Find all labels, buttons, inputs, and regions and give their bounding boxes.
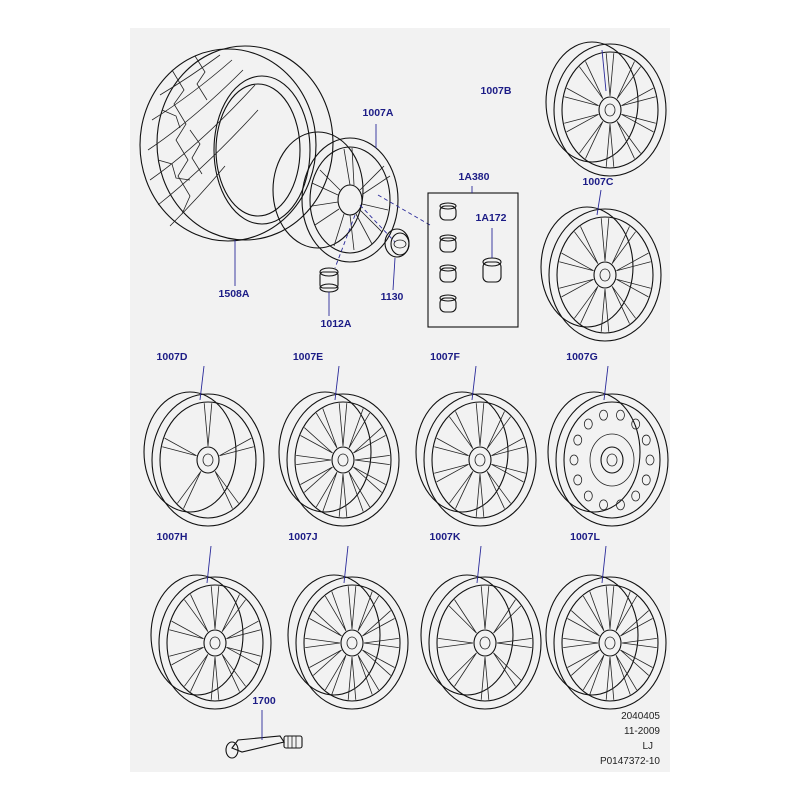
- cap-kit-box: [427, 192, 519, 328]
- wheel-1007L-leader: [601, 545, 607, 584]
- label-1007G: 1007G: [566, 351, 598, 363]
- wheel-1007L-drawing: [545, 574, 667, 710]
- label-1007H: 1007H: [156, 531, 188, 543]
- wheel-1007J-drawing: [287, 574, 409, 710]
- label-1A172: 1A172: [475, 212, 507, 224]
- wheel-1007K-leader: [476, 545, 482, 584]
- tyre-drawing: [139, 45, 334, 242]
- label-1007E: 1007E: [292, 351, 324, 363]
- wheel-1007F-leader: [471, 365, 477, 401]
- footer-code: 2040405: [621, 711, 660, 722]
- main-wheel-drawing: [272, 131, 399, 263]
- wheel-1007E-drawing: [278, 391, 400, 527]
- wheel-1007H-drawing: [150, 574, 272, 710]
- label-1130: 1130: [380, 291, 404, 303]
- label-1007B: 1007B: [480, 85, 512, 97]
- center-cap-drawing: [384, 228, 410, 258]
- valve-stem-drawing: [225, 735, 303, 759]
- wheel-1007C-drawing: [540, 206, 662, 342]
- footer-initials: LJ: [642, 741, 653, 752]
- wheel-nut-drawing: [319, 267, 339, 293]
- label-1012A: 1012A: [320, 318, 352, 330]
- wheel-1007B-leader: [601, 49, 607, 92]
- wheel-1007K-drawing: [420, 574, 542, 710]
- wheel-1007F-drawing: [415, 391, 537, 527]
- label-1007D: 1007D: [156, 351, 188, 363]
- label-1007J: 1007J: [288, 531, 318, 543]
- wheel-1007D-leader: [199, 365, 205, 401]
- wheel-1007C-leader: [596, 189, 602, 216]
- wheel-1007G-leader: [603, 365, 609, 401]
- wheel-1007B-drawing: [545, 41, 667, 177]
- label-1007K: 1007K: [429, 531, 461, 543]
- wheel-1007D-drawing: [143, 391, 265, 527]
- footer-date: 11-2009: [624, 726, 660, 737]
- label-1700: 1700: [252, 695, 276, 707]
- footer-ref: P0147372-10: [599, 756, 660, 767]
- wheel-1007H-leader: [206, 545, 212, 584]
- label-1508A: 1508A: [218, 288, 250, 300]
- label-1A380: 1A380: [458, 171, 490, 183]
- label-1007F: 1007F: [430, 351, 460, 363]
- label-1007C: 1007C: [582, 176, 614, 188]
- wheel-1007G-drawing: [547, 391, 669, 527]
- wheel-1007J-leader: [343, 545, 349, 584]
- label-1007A: 1007A: [362, 107, 394, 119]
- wheel-1007E-leader: [334, 365, 340, 401]
- label-1007L: 1007L: [570, 531, 600, 543]
